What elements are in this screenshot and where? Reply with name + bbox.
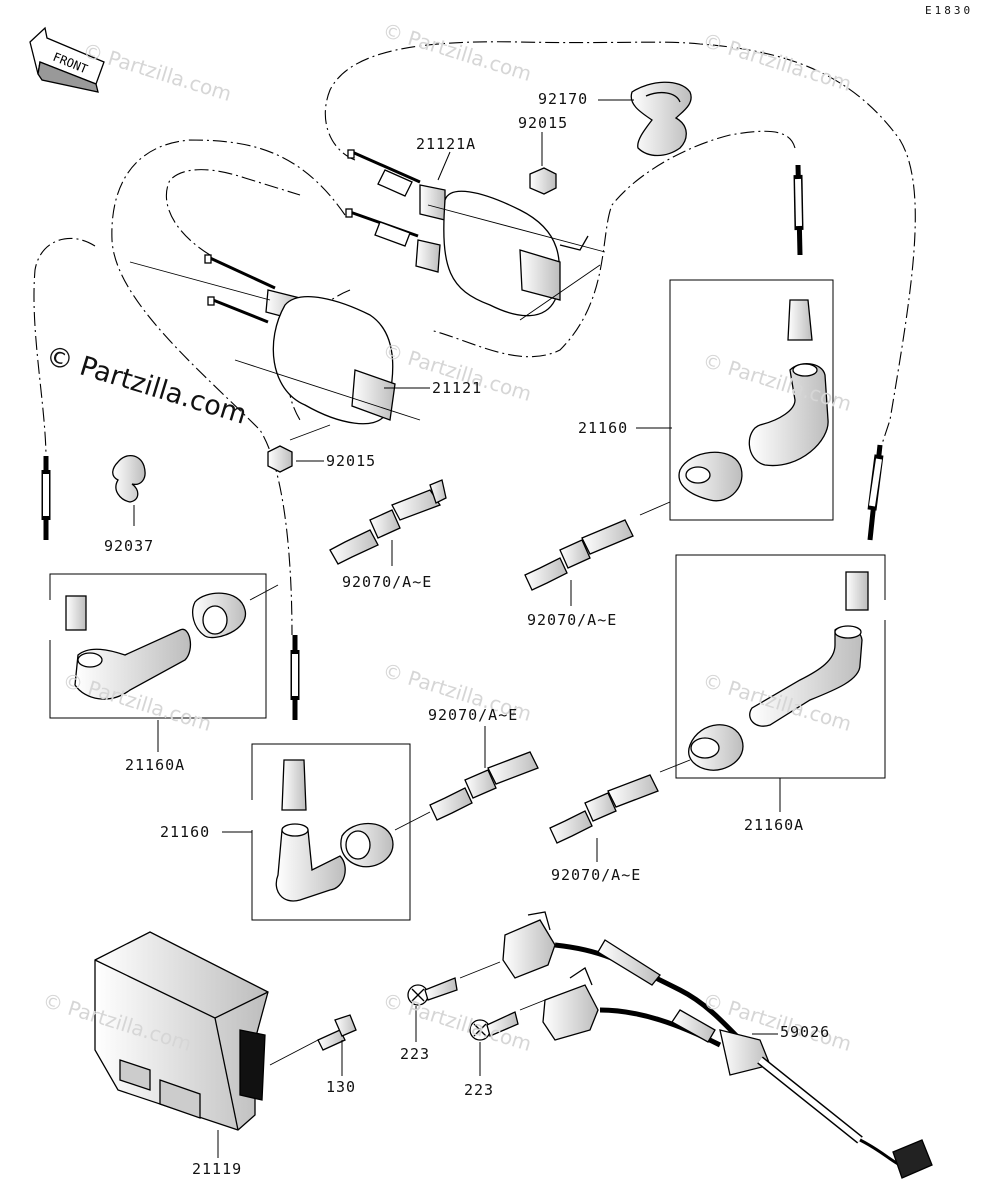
plug-cap-21160-right (669, 279, 834, 521)
spark-plug-92070-d (549, 759, 691, 844)
clamp-92037 (112, 455, 146, 503)
cdi-unit-21119 (94, 931, 319, 1131)
clamp-92170 (630, 81, 692, 157)
bolt-130 (317, 1014, 357, 1051)
spark-plug-92070-b (524, 501, 671, 591)
nut-92015-mid (267, 445, 293, 473)
nut-92015-top (529, 167, 557, 195)
plug-cap-21160-mid (251, 743, 411, 921)
part-label-92170: 92170 (538, 90, 589, 108)
ignition-coil-21121A (345, 149, 606, 321)
front-arrow-icon: FRONT (29, 26, 105, 93)
screw-223-b (469, 999, 546, 1041)
part-label-21121: 21121 (432, 379, 483, 397)
part-label-21121A: 21121A (416, 135, 477, 153)
part-label-92015-top: 92015 (518, 114, 569, 132)
pickup-coil-harness-59026 (502, 911, 933, 1179)
part-label-92015-mid: 92015 (326, 452, 377, 470)
part-label-223-b: 223 (464, 1081, 495, 1099)
screw-223-a (407, 961, 501, 1006)
spark-plug-92070-c (394, 751, 539, 831)
part-label-92037: 92037 (104, 537, 155, 555)
part-label-92070-a: 92070/A~E (342, 573, 433, 591)
hv-wire-ends (41, 164, 884, 720)
part-label-21160-mid: 21160 (160, 823, 211, 841)
ignition-coil-21121 (129, 254, 421, 441)
part-label-92070-d: 92070/A~E (551, 866, 642, 884)
part-label-21119: 21119 (192, 1160, 243, 1178)
drawing-code: E1830 (925, 4, 974, 17)
wire-route-lines (33, 41, 916, 636)
plug-cap-21160A-left (49, 573, 279, 719)
spark-plug-92070-a (329, 479, 447, 565)
part-label-21160A-right: 21160A (744, 816, 805, 834)
part-label-59026: 59026 (780, 1023, 831, 1041)
plug-cap-21160A-right (675, 554, 886, 779)
part-label-21160-right: 21160 (578, 419, 629, 437)
part-label-92070-c: 92070/A~E (428, 706, 519, 724)
leader-lines (133, 99, 781, 1158)
part-label-92070-b: 92070/A~E (527, 611, 618, 629)
part-label-130: 130 (326, 1078, 357, 1096)
part-label-21160A-left: 21160A (125, 756, 186, 774)
part-label-223-a: 223 (400, 1045, 431, 1063)
